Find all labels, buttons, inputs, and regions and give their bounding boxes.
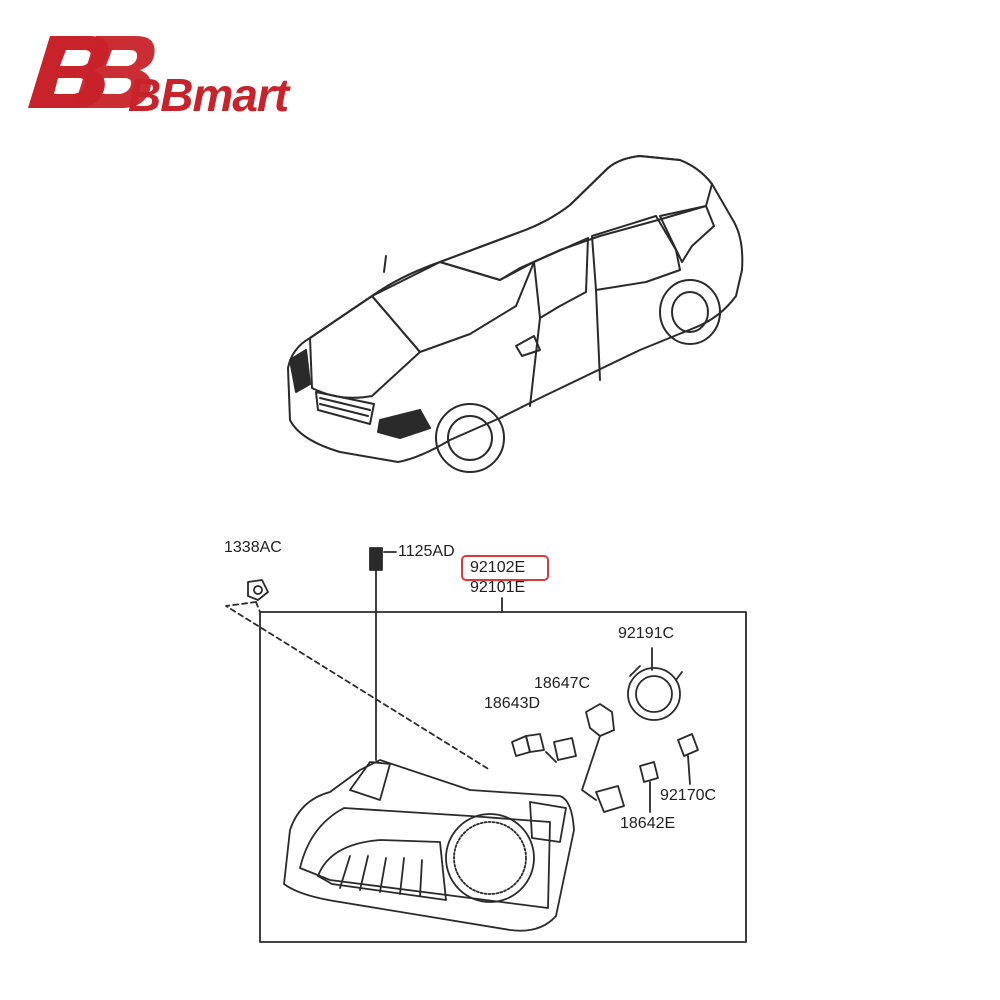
- part-label-92170C: 92170C: [660, 787, 717, 804]
- bbmart-logo: [28, 36, 155, 108]
- part-label-18643D: 18643D: [484, 695, 541, 712]
- highlight-box: [461, 555, 549, 581]
- part-label-92101E: 92101E: [470, 579, 526, 596]
- part-label-92102E: 92102E: [470, 559, 526, 576]
- part-label-1125AD: 1125AD: [398, 543, 455, 560]
- part-label-92191C: 92191C: [618, 625, 675, 642]
- part-label-1338AC: 1338AC: [224, 539, 282, 556]
- assembly-frame: [259, 611, 747, 943]
- brand-name: BBmart: [128, 69, 289, 121]
- part-label-18647C: 18647C: [534, 675, 591, 692]
- part-label-18642E: 18642E: [620, 815, 676, 832]
